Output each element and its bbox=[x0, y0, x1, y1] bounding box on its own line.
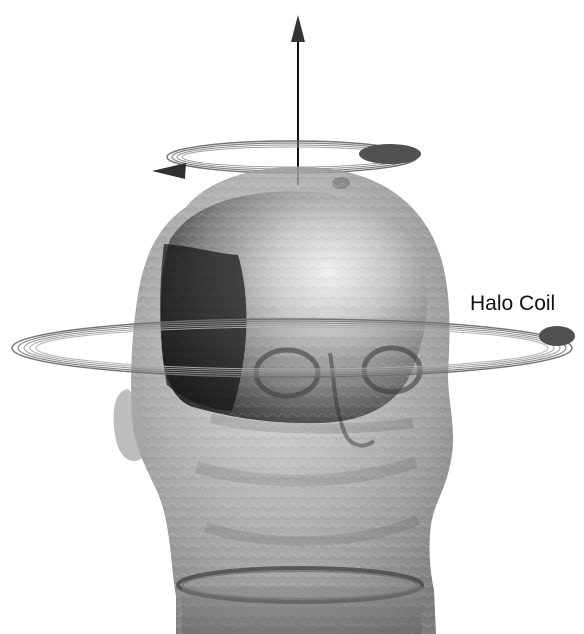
neck-base bbox=[182, 586, 422, 634]
lower-coil-grip bbox=[539, 326, 575, 346]
halo-coil-label: Halo Coil bbox=[470, 292, 555, 315]
upper-coil-grip bbox=[359, 144, 421, 164]
